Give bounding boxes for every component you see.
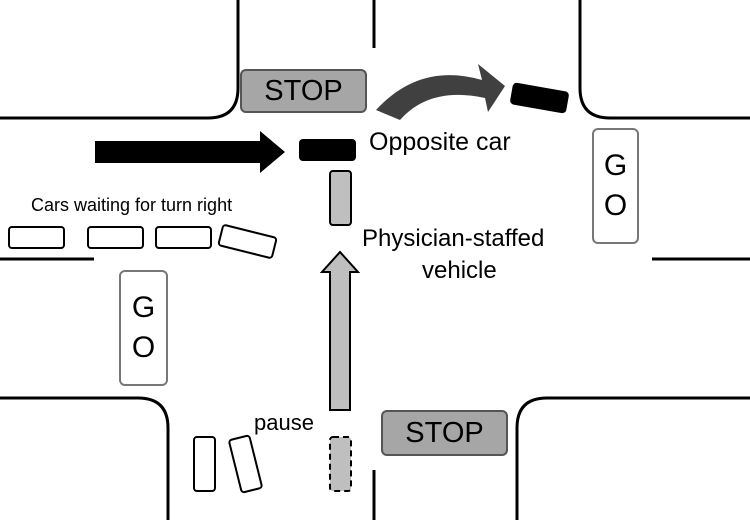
bottom-car-1 <box>193 436 216 492</box>
turn-arrow <box>376 64 505 120</box>
stop-sign-bottom: STOP <box>381 410 508 456</box>
waiting-car-1 <box>8 226 65 249</box>
vehicle-path-arrow <box>319 250 361 411</box>
curb-top-left <box>0 0 240 120</box>
curb-top-right <box>578 0 750 120</box>
stop-sign-top: STOP <box>240 69 367 113</box>
waiting-cars-label: Cars waiting for turn right <box>31 195 233 215</box>
go-sign-left: G O <box>119 270 168 386</box>
opposite-car-label: Opposite car <box>369 128 511 156</box>
opposite-car-turned <box>510 82 569 114</box>
go-sign-left-letter-1: G <box>131 291 156 324</box>
curb-bottom-left <box>0 396 170 520</box>
go-sign-right: G O <box>592 128 639 244</box>
waiting-car-2 <box>87 226 144 249</box>
waiting-car-3 <box>155 226 212 249</box>
physician-vehicle <box>329 170 352 226</box>
vehicle-label-line1: Physician-staffed <box>362 225 545 252</box>
waiting-car-4 <box>217 224 278 259</box>
go-sign-left-letter-2: O <box>131 331 156 364</box>
curb-bottom-right <box>515 396 750 520</box>
direction-arrow-right <box>95 131 285 173</box>
vehicle-label-line2: vehicle <box>422 257 497 284</box>
opposite-car-waiting <box>299 139 356 161</box>
bottom-car-2 <box>228 434 263 494</box>
pause-label: pause <box>254 410 314 435</box>
go-sign-right-letter-1: G <box>603 149 628 182</box>
vehicle-paused <box>329 436 352 492</box>
go-sign-right-letter-2: O <box>603 189 628 222</box>
